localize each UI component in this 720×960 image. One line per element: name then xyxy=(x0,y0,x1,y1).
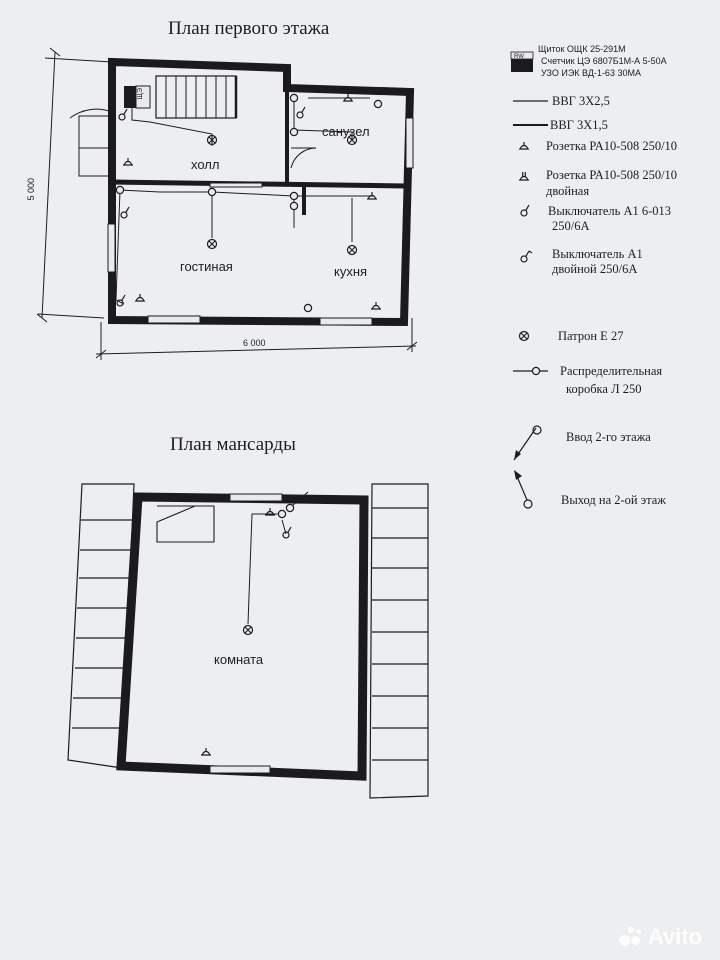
panel-label: ЩЭ xyxy=(137,88,144,100)
legend-switch-2: 250/6А xyxy=(552,219,590,233)
avito-watermark-text: Avito xyxy=(647,924,702,949)
floor1-wiring xyxy=(115,97,374,305)
attic-title: План мансарды xyxy=(170,434,296,455)
floor1-plan xyxy=(36,47,418,360)
electric-panel xyxy=(124,86,136,108)
room-label-living: гостиная xyxy=(180,259,233,274)
avito-logo-icon xyxy=(618,925,643,949)
legend-symbols xyxy=(510,51,548,509)
legend-box-2: коробка Л 250 xyxy=(566,382,642,396)
room-label-hall: холл xyxy=(191,157,220,172)
legend-socket: Розетка РА10-508 250/10 xyxy=(546,139,678,153)
floor1-title: План первого этажа xyxy=(168,18,330,39)
legend-panel-line-2: Счетчик ЦЭ 6807Б1М-А 5-50А xyxy=(541,56,667,66)
legend-panel-line-3: УЗО ИЭК ВД-1-63 30МА xyxy=(541,68,641,78)
panel-label-box xyxy=(135,85,151,109)
legend-double-switch-1: Выключатель А1 xyxy=(552,247,643,261)
legend-output: Выход на 2-ой этаж xyxy=(561,493,666,507)
room-label-kitchen: кухня xyxy=(334,264,368,279)
room-label-attic: комната xyxy=(214,652,264,667)
legend-panel-icon-text: RW xyxy=(514,54,524,60)
legend-cable-2: ВВГ 3Х1,5 xyxy=(550,118,608,132)
avito-watermark: Avito xyxy=(618,924,702,950)
legend-box-1: Распределительная xyxy=(560,364,663,378)
dimension-width-label: 6 000 xyxy=(243,338,266,348)
legend-switch-1: Выключатель А1 6-013 xyxy=(548,204,672,218)
legend-input: Ввод 2-го этажа xyxy=(566,430,651,444)
dimension-height-label: 5 000 xyxy=(26,178,36,201)
legend-lamp: Патрон Е 27 xyxy=(558,329,624,343)
dimension-height xyxy=(36,47,113,323)
attic-plan xyxy=(67,483,429,799)
floor1-walls xyxy=(69,57,415,327)
legend-double-socket-1: Розетка РА10-508 250/10 xyxy=(546,168,678,182)
room-label-bathroom: санузел xyxy=(322,124,370,139)
legend-double-switch-2: двойной 250/6А xyxy=(552,262,638,276)
legend-double-socket-2: двойная xyxy=(546,184,590,198)
attic-roof-right xyxy=(369,483,429,799)
legend-panel-line-1: Щиток ОЩК 25-291М xyxy=(538,44,626,54)
legend-cable-1: ВВГ 3Х2,5 xyxy=(552,94,610,108)
dimension-width xyxy=(95,318,418,360)
